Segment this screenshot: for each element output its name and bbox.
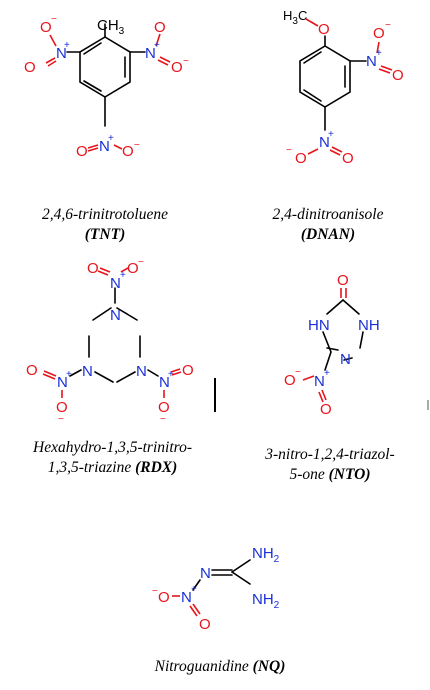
tnt-name: 2,4,6-trinitrotoluene bbox=[42, 206, 168, 223]
nto-o-nitro-left: O bbox=[284, 372, 296, 389]
nq-caption: Nitroguanidine (NQ) bbox=[120, 657, 320, 677]
dnan-name: 2,4-dinitroanisole bbox=[272, 206, 384, 223]
tnt-o-right-bottom: O bbox=[171, 59, 183, 76]
rdx-o-left-bottom-charge: − bbox=[58, 414, 64, 425]
tnt-o-bottom-left: O bbox=[76, 143, 88, 160]
nq-amine-top: NH2 bbox=[252, 545, 280, 565]
tnt-caption: 2,4,6-trinitrotoluene (TNT) bbox=[15, 205, 195, 245]
tnt-abbr-line: (TNT) bbox=[84, 226, 126, 243]
nq-o-nitro-left: O bbox=[158, 589, 170, 606]
rdx-n-top: N bbox=[110, 275, 121, 292]
dnan-o-ortho-top-charge: − bbox=[385, 20, 391, 31]
divider-line bbox=[214, 378, 216, 412]
tnt-abbr: TNT bbox=[89, 226, 121, 243]
rdx-caption: Hexahydro-1,3,5-trinitro- 1,3,5-triazine… bbox=[5, 438, 220, 478]
tnt-o-bottom-right: O bbox=[122, 143, 134, 160]
dnan-caption: 2,4-dinitroanisole (DNAN) bbox=[238, 205, 418, 245]
tnt-o-right-top: O bbox=[154, 19, 166, 36]
rdx-o-right-bottom-charge: − bbox=[160, 414, 166, 425]
nto-ring-n4: N bbox=[340, 351, 351, 368]
tnt-structure: CH3 N + O − O N + O O − N + O O − bbox=[24, 14, 189, 160]
nto-name-line2: 5-one (NTO) bbox=[289, 466, 371, 483]
rdx-n-top-charge: + bbox=[120, 270, 126, 281]
nto-abbr: NTO bbox=[333, 466, 366, 483]
dnan-abbr: DNAN bbox=[306, 226, 350, 243]
rdx-name-line2: 1,3,5-triazine (RDX) bbox=[47, 459, 178, 476]
rdx-n-right-charge: + bbox=[168, 369, 174, 380]
dnan-o-para-left: O bbox=[295, 150, 307, 167]
tnt-n-left-charge: + bbox=[64, 40, 70, 51]
dnan-o-para-right: O bbox=[342, 150, 354, 167]
tnt-n-left: N bbox=[56, 45, 67, 62]
rdx-o-top-right-charge: − bbox=[138, 257, 144, 268]
rdx-ring-n3: N bbox=[82, 363, 93, 380]
tnt-o-right-bottom-charge: − bbox=[183, 56, 189, 67]
tnt-methyl: CH3 bbox=[97, 17, 125, 37]
nto-caption: 3-nitro-1,2,4-triazol- 5-one (NTO) bbox=[235, 445, 425, 485]
rdx-o-right-bottom: O bbox=[158, 399, 170, 416]
rdx-n-left: N bbox=[57, 374, 68, 391]
nq-imine-n: N bbox=[200, 565, 211, 582]
edge-artifact bbox=[427, 400, 429, 410]
dnan-methoxy-o: O bbox=[318, 21, 330, 38]
dnan-n-ortho-charge: + bbox=[376, 48, 382, 59]
dnan-n-ortho: N bbox=[366, 53, 377, 70]
tnt-n-right-charge: + bbox=[154, 40, 160, 51]
dnan-n-para-charge: + bbox=[328, 129, 334, 140]
tnt-o-left-top-charge: − bbox=[51, 14, 57, 25]
nq-n-nitro: N bbox=[181, 589, 192, 606]
nto-n-nitro-charge: + bbox=[324, 368, 330, 379]
rdx-structure: N N N N + O O − N + O O − N + O O − bbox=[26, 257, 194, 425]
rdx-name-line1: Hexahydro-1,3,5-trinitro- bbox=[33, 439, 192, 456]
nq-amine-bottom: NH2 bbox=[252, 591, 280, 611]
nq-abbr: NQ bbox=[257, 658, 281, 675]
nto-n-nitro: N bbox=[314, 373, 325, 390]
nto-carbonyl-o: O bbox=[337, 272, 349, 289]
nq-name-line: Nitroguanidine (NQ) bbox=[154, 658, 286, 675]
tnt-n-bottom-charge: + bbox=[108, 133, 114, 144]
tnt-o-bottom-right-charge: − bbox=[134, 140, 140, 151]
rdx-o-left-bottom: O bbox=[56, 399, 68, 416]
dnan-o-ortho-bottom: O bbox=[392, 67, 404, 84]
dnan-structure: H3C O N + O − O N + O − O bbox=[283, 8, 404, 167]
nq-structure: NH2 NH2 N N + O − O bbox=[152, 545, 280, 633]
rdx-ring-n5: N bbox=[136, 363, 147, 380]
tnt-n-right: N bbox=[145, 45, 156, 62]
tnt-o-left-top: O bbox=[40, 19, 52, 36]
rdx-o-left-top: O bbox=[26, 362, 38, 379]
nq-o-nitro-bottom: O bbox=[199, 616, 211, 633]
dnan-n-para: N bbox=[319, 134, 330, 151]
dnan-methoxy-methyl: H3C bbox=[283, 8, 307, 27]
nto-o-nitro-bottom: O bbox=[320, 401, 332, 418]
rdx-abbr: RDX bbox=[140, 459, 173, 476]
tnt-o-left-bottom: O bbox=[24, 59, 36, 76]
dnan-o-para-left-charge: − bbox=[286, 145, 292, 156]
nto-nh-right: NH bbox=[358, 317, 380, 334]
dnan-abbr-line: (DNAN) bbox=[300, 226, 356, 243]
nq-n-nitro-charge: + bbox=[191, 584, 197, 595]
rdx-o-right-top: O bbox=[182, 362, 194, 379]
nto-structure: O HN NH N N + O − O bbox=[284, 272, 380, 418]
rdx-n-left-charge: + bbox=[66, 369, 72, 380]
rdx-o-top-left: O bbox=[87, 260, 99, 277]
nto-name-line1: 3-nitro-1,2,4-triazol- bbox=[265, 446, 395, 463]
nto-o-nitro-left-charge: − bbox=[295, 367, 301, 378]
tnt-n-bottom: N bbox=[99, 138, 110, 155]
nq-o-nitro-left-charge: − bbox=[152, 586, 158, 597]
rdx-o-top-right: O bbox=[127, 260, 139, 277]
nto-nh-left: HN bbox=[308, 317, 330, 334]
rdx-ring-n1: N bbox=[110, 307, 121, 324]
rdx-n-right: N bbox=[159, 374, 170, 391]
dnan-o-ortho-top: O bbox=[373, 25, 385, 42]
